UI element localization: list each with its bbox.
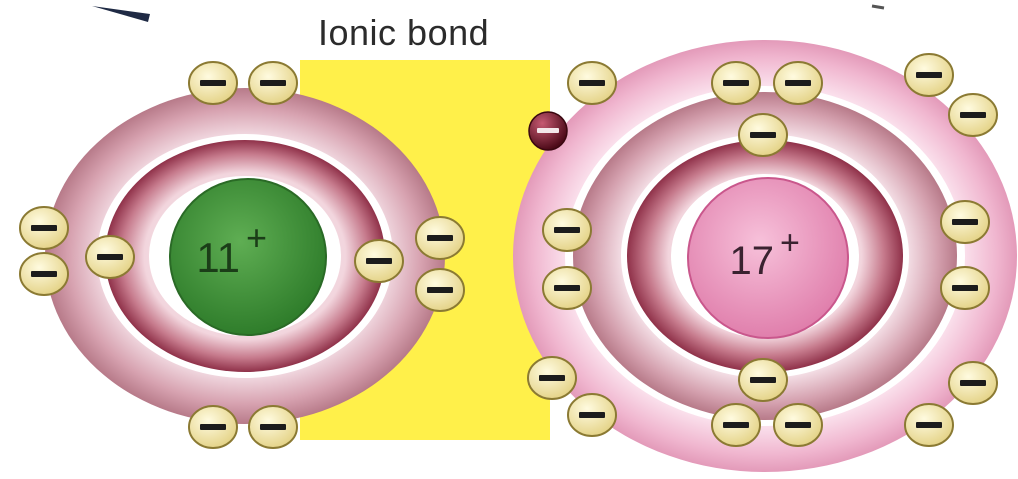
electron [415,216,465,260]
electron [738,113,788,157]
electron [773,61,823,105]
electron [542,208,592,252]
electron [85,235,135,279]
electron [248,405,298,449]
electron [904,53,954,97]
electron [940,266,990,310]
arrow-fragment-right [871,4,885,10]
sodium-nucleus-number: 11 [196,234,240,281]
chlorine-atom: 17 + [513,40,1017,472]
transferred-electron [528,111,568,151]
electron [711,61,761,105]
electron [904,403,954,447]
sodium-atom: 11 + [45,88,445,424]
electron [738,358,788,402]
electron [248,61,298,105]
diagram-title: Ionic bond [318,12,490,53]
electron [188,61,238,105]
electron [415,268,465,312]
electron [19,206,69,250]
sodium-nucleus-charge: + [246,217,267,258]
electron [948,361,998,405]
electron [19,252,69,296]
electron [567,61,617,105]
electron [567,393,617,437]
arrow-fragment [92,6,150,22]
electron [773,403,823,447]
electron [711,403,761,447]
electron [527,356,577,400]
sodium-nucleus [169,178,327,336]
electrons [19,53,998,449]
electron [188,405,238,449]
chlorine-nucleus [687,177,849,339]
electron [948,93,998,137]
electron [354,239,404,283]
electron [940,200,990,244]
chlorine-nucleus-number: 17 [730,239,775,283]
electron [542,266,592,310]
chlorine-nucleus-charge: + [780,224,800,262]
